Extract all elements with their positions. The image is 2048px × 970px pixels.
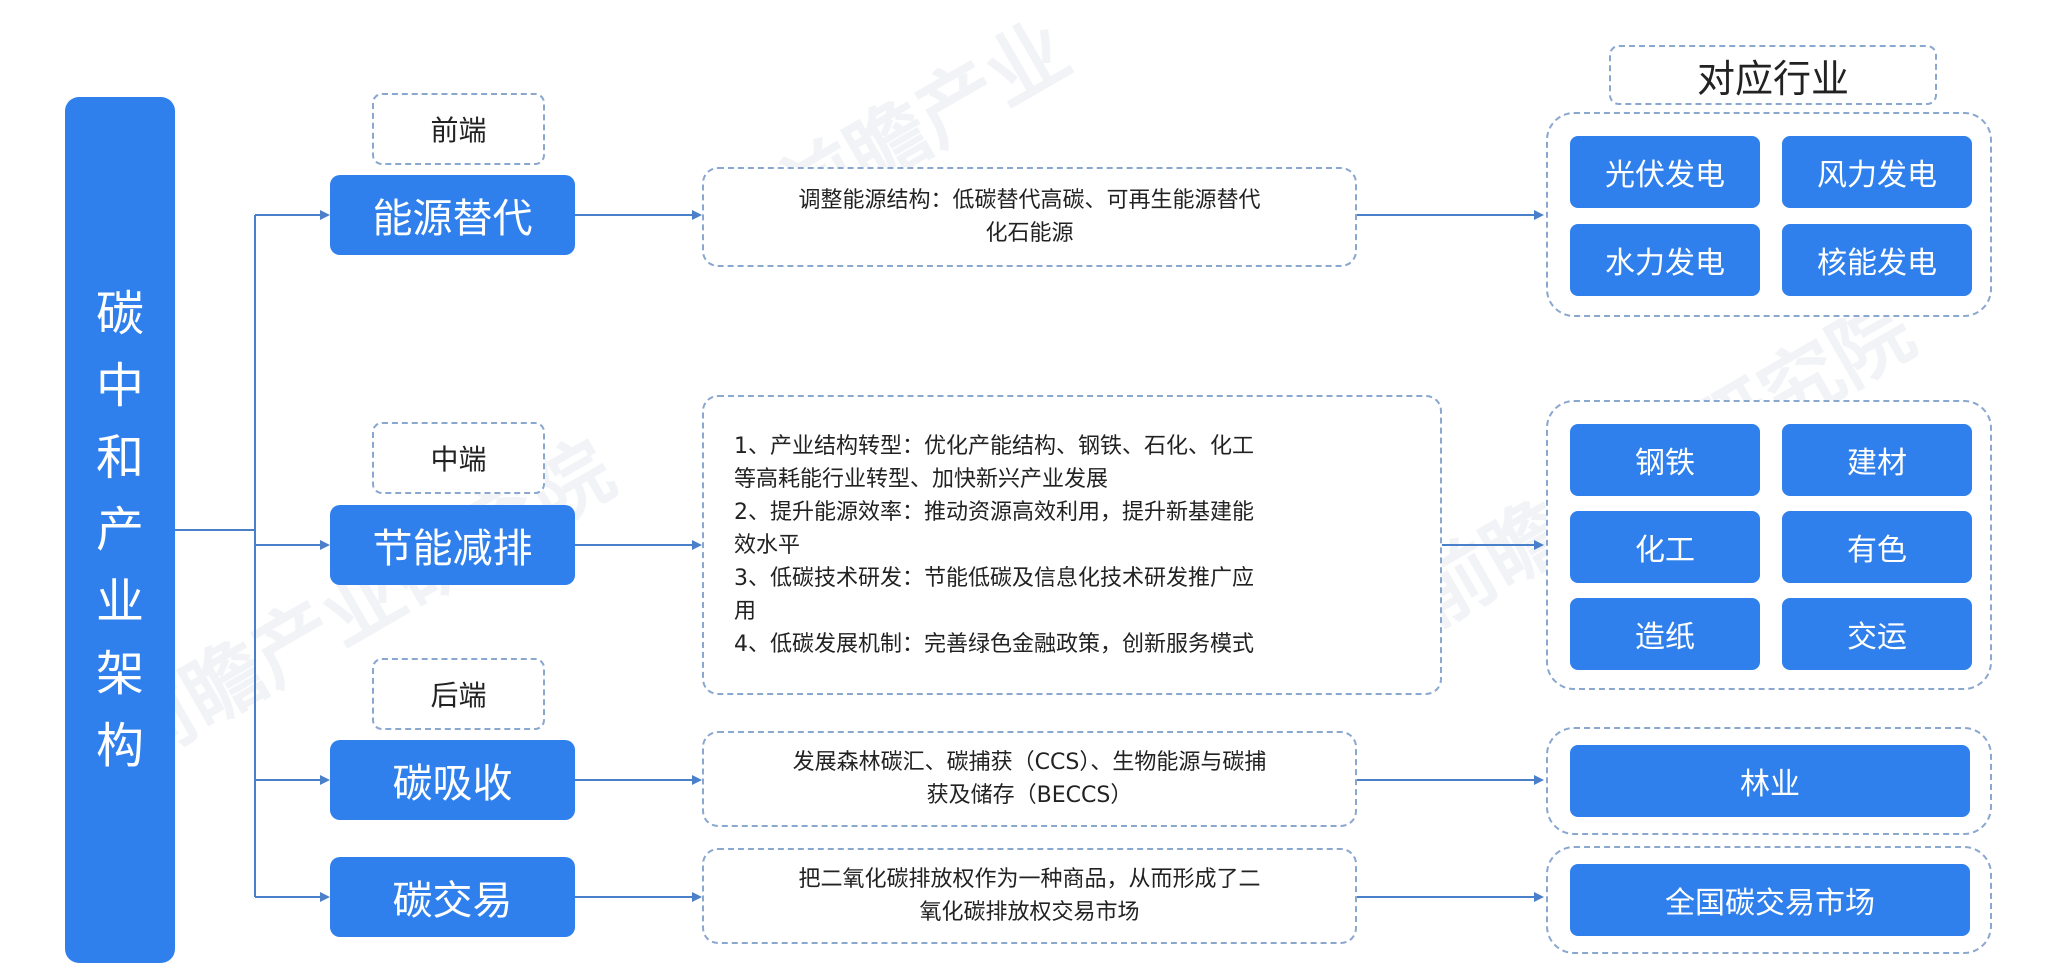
desc-line: 3、低碳技术研发：节能低碳及信息化技术研发推广应 [734, 565, 1254, 591]
industries-title: 对应行业 [1609, 45, 1937, 105]
desc-line: 获及储存（BECCS） [926, 783, 1133, 808]
desc-line: 4、低碳发展机制：完善绿色金融政策，创新服务模式 [734, 631, 1254, 657]
industry-tag: 钢铁 [1570, 424, 1760, 496]
desc-line: 用 [734, 598, 757, 624]
industry-tag: 建材 [1782, 424, 1972, 496]
desc-line: 2、提升能源效率：推动资源高效利用，提升新基建能 [734, 499, 1254, 525]
industry-tag: 水力发电 [1570, 224, 1760, 296]
node-energy-saving: 节能减排 [330, 505, 575, 585]
root-label: 碳中和产业架构 [95, 286, 144, 774]
desc-carbon-absorption: 发展森林碳汇、碳捕获（CCS）、生物能源与碳捕 获及储存（BECCS） [702, 731, 1357, 827]
node-energy-substitution: 能源替代 [330, 175, 575, 255]
desc-carbon-trading: 把二氧化碳排放权作为一种商品，从而形成了二 氧化碳排放权交易市场 [702, 848, 1357, 944]
industry-tag: 林业 [1570, 745, 1970, 817]
desc-energy-substitution: 调整能源结构：低碳替代高碳、可再生能源替代 化石能源 [702, 167, 1357, 267]
desc-line: 化石能源 [985, 221, 1074, 246]
desc-energy-saving: 1、产业结构转型：优化产能结构、钢铁、石化、化工 等高耗能行业转型、加快新兴产业… [702, 395, 1442, 695]
desc-line: 把二氧化碳排放权作为一种商品，从而形成了二 [798, 867, 1261, 892]
node-carbon-trading: 碳交易 [330, 857, 575, 937]
stage-back: 后端 [372, 658, 545, 730]
industry-tag: 交运 [1782, 598, 1972, 670]
industry-tag: 光伏发电 [1570, 136, 1760, 208]
stage-middle: 中端 [372, 422, 545, 494]
desc-line: 效水平 [734, 532, 801, 558]
node-carbon-absorption: 碳吸收 [330, 740, 575, 820]
industry-tag: 化工 [1570, 511, 1760, 583]
industry-tag: 全国碳交易市场 [1570, 864, 1970, 936]
industry-tag: 风力发电 [1782, 136, 1972, 208]
desc-line: 等高耗能行业转型、加快新兴产业发展 [734, 466, 1109, 492]
root-node: 碳中和产业架构 [65, 97, 175, 963]
desc-line: 发展森林碳汇、碳捕获（CCS）、生物能源与碳捕 [792, 750, 1267, 775]
desc-line: 调整能源结构：低碳替代高碳、可再生能源替代 [798, 188, 1261, 213]
industry-tag: 造纸 [1570, 598, 1760, 670]
industry-tag: 有色 [1782, 511, 1972, 583]
desc-line: 1、产业结构转型：优化产能结构、钢铁、石化、化工 [734, 433, 1254, 459]
desc-line: 氧化碳排放权交易市场 [919, 900, 1140, 925]
stage-front: 前端 [372, 93, 545, 165]
industry-tag: 核能发电 [1782, 224, 1972, 296]
